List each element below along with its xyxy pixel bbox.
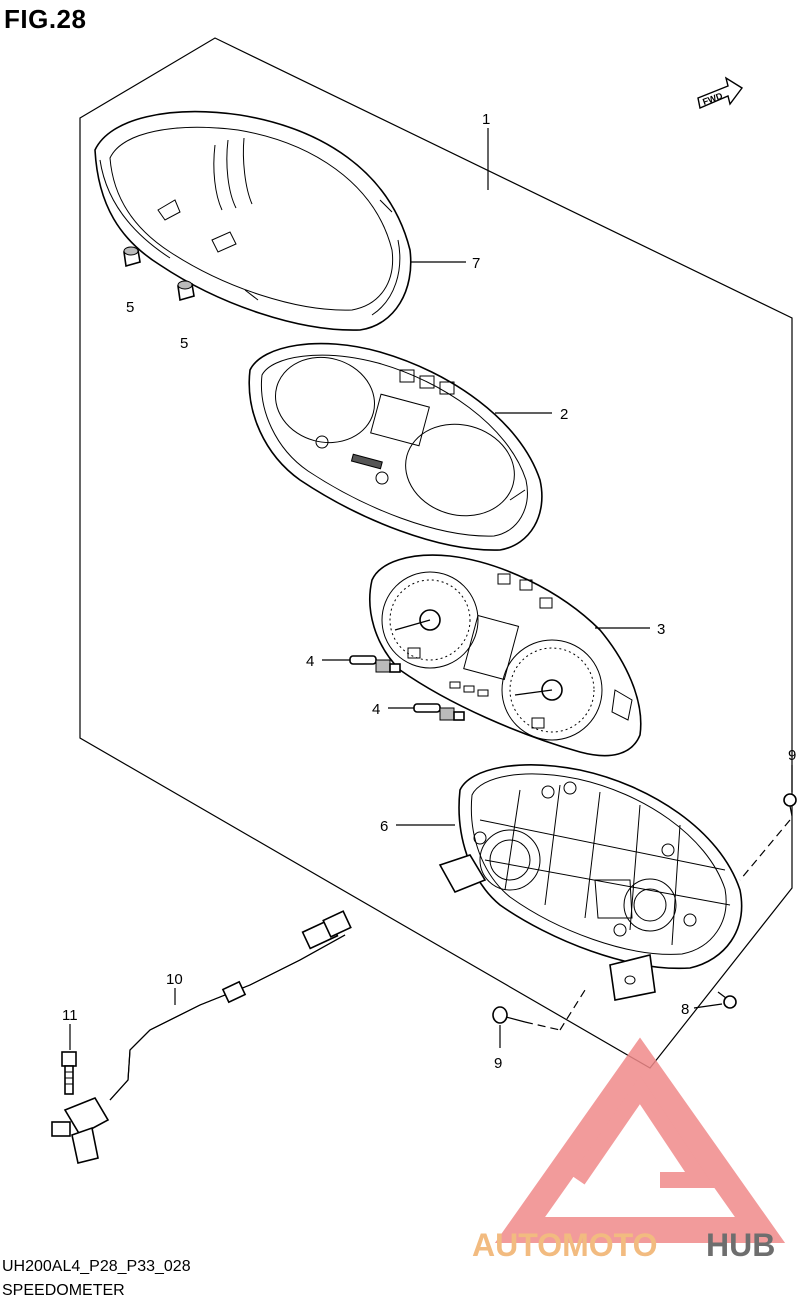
footer-code: UH200AL4_P28_P33_028 — [2, 1258, 191, 1275]
part-3-meter-panel — [369, 554, 642, 757]
part-5-nut-b — [177, 280, 195, 302]
callout-7: 7 — [472, 255, 480, 272]
watermark-logo: AUTOMOTO HUB — [472, 1037, 786, 1263]
leader-lines — [69, 128, 793, 1050]
callout-8: 8 — [681, 1001, 689, 1018]
part-7-meter-cover — [94, 110, 412, 331]
callout-9b: 9 — [494, 1055, 502, 1072]
part-4-bulb-b — [413, 703, 465, 721]
part-2-meter-bezel — [248, 342, 543, 551]
part-4-bulb-a — [349, 655, 401, 673]
callout-1: 1 — [482, 111, 490, 128]
footer-name: SPEEDOMETER — [2, 1282, 125, 1299]
part-10-speed-sensor-lead — [51, 910, 352, 1164]
assembly-boundary — [79, 37, 793, 1069]
callout-10: 10 — [166, 971, 183, 988]
watermark-text-automoto: AUTOMOTO — [472, 1227, 657, 1263]
part-5-nut-a — [123, 246, 141, 268]
part-8-screw — [717, 991, 737, 1009]
fwd-arrow-icon: FWD — [697, 76, 744, 109]
callout-3: 3 — [657, 621, 665, 638]
callout-5a: 5 — [126, 299, 134, 316]
callout-2: 2 — [560, 406, 568, 423]
callout-11: 11 — [62, 1007, 78, 1024]
part-6-meter-case — [438, 764, 743, 1001]
fwd-label: FWD — [701, 90, 724, 107]
part-9-screw-b — [492, 1006, 526, 1024]
part-11-bolt — [61, 1051, 77, 1095]
callout-6: 6 — [380, 818, 388, 835]
callout-4b: 4 — [372, 701, 380, 718]
part-9-screw-a — [783, 793, 797, 817]
watermark-text-hub: HUB — [706, 1227, 775, 1263]
figure-title: FIG.28 — [4, 4, 87, 34]
callout-5b: 5 — [180, 335, 188, 352]
callout-9a: 9 — [788, 747, 796, 764]
callout-4a: 4 — [306, 653, 314, 670]
